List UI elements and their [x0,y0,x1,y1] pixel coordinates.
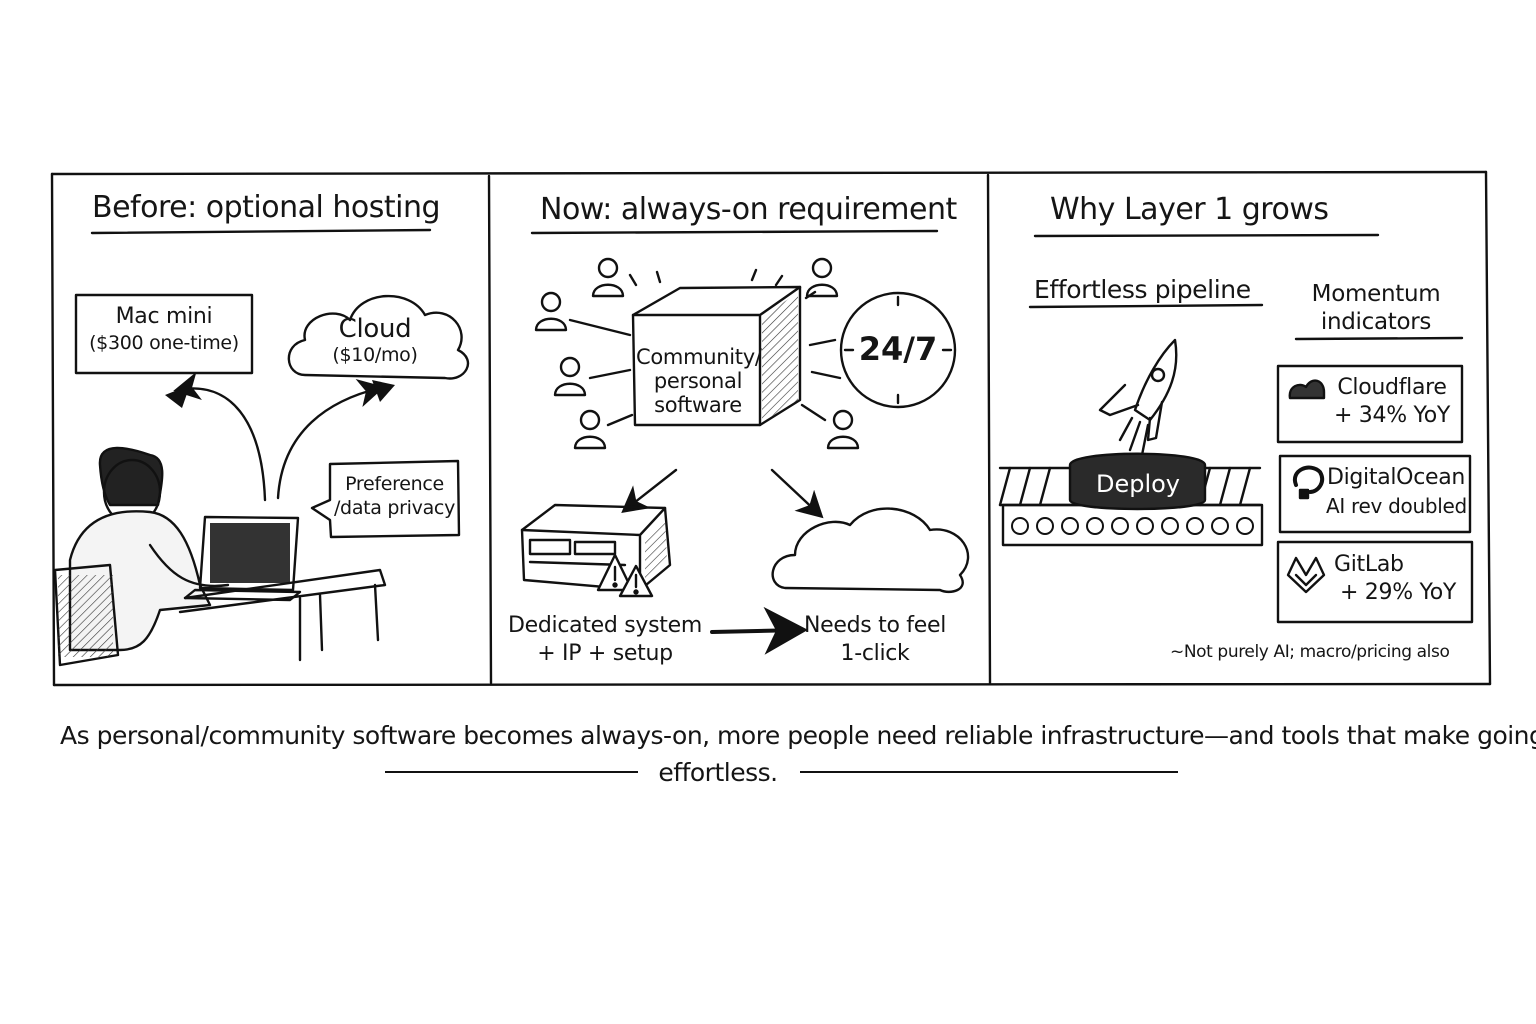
momentum-heading: Momentum indicators [1296,280,1456,336]
clock-label: 24/7 [858,330,938,368]
cloudflare-stat: + 34% YoY [1333,403,1451,428]
arrowheads [165,380,395,408]
caption-line-2: effortless. [658,758,778,787]
needs-line-2: 1-click [840,641,910,666]
preference-line-2: /data privacy [333,497,456,519]
comic-frame [50,170,1492,687]
gitlab-name: GitLab [1334,552,1404,577]
arrow-to-cloud [276,379,385,500]
momentum-line-1: Momentum [1311,281,1441,307]
panel-title-why: Why Layer 1 grows [1050,192,1329,227]
preference-line-1: Preference [345,473,444,495]
cloud-shape-2 [771,507,970,594]
arrow-to-server [621,468,678,513]
underline-why [1033,233,1380,238]
indicator-digitalocean: DigitalOcean AI rev doubled [1326,464,1467,520]
deploy-button-shape [1068,452,1207,511]
dedicated-line-1: Dedicated system [508,613,702,638]
arrow-dedicated-to-needs [710,606,808,655]
momentum-line-2: indicators [1320,309,1432,335]
mac-mini-label: Mac mini ($300 one-time) [76,303,252,355]
underline-before [90,228,432,235]
software-line-1: Community/ [636,345,762,369]
arrow-to-cloud-2 [770,468,824,519]
digitalocean-name: DigitalOcean [1326,465,1466,490]
cloud-shape [287,294,470,380]
pipeline-heading: Effortless pipeline [1034,275,1251,304]
server-with-warnings [520,503,672,598]
panel-title-before: Before: optional hosting [92,190,441,225]
underline-pipeline [1028,303,1264,309]
user-icons [534,257,860,450]
caption-line-1: As personal/community software becomes a… [60,721,1536,750]
clock-24-7 [808,291,957,409]
indicator-cloudflare: Cloudflare + 34% YoY [1326,374,1458,430]
cloud-label: Cloud ($10/mo) [320,315,430,367]
dedicated-system-label: Dedicated system + IP + setup [505,612,705,668]
gitlab-stat: + 29% YoY [1339,580,1457,605]
preference-bubble [310,459,461,539]
indicator-gitlab: GitLab + 29% YoY [1328,551,1468,607]
needs-line-1: Needs to feel [803,613,947,638]
software-line-2: personal [653,369,743,393]
arrow-to-mac [173,371,267,502]
needs-one-click-label: Needs to feel 1-click [800,612,950,668]
cloud-price: ($10/mo) [332,344,418,366]
underline-momentum [1294,336,1464,341]
panel-title-now: Now: always-on requirement [540,192,957,227]
rocket-illustration [1098,338,1178,457]
mac-mini-name: Mac mini [115,304,213,329]
deploy-label: Deploy [1095,470,1181,498]
momentum-cards [1276,364,1474,624]
dedicated-line-2: + IP + setup [537,641,673,666]
mac-mini-price: ($300 one-time) [89,332,239,354]
mac-mini-box [74,293,254,375]
person-at-desk-illustration [53,446,387,667]
software-line-3: software [654,393,742,417]
software-cube [631,285,802,427]
underline-now [530,229,939,235]
preference-label: Preference /data privacy [332,472,457,520]
cloud-name: Cloud [338,314,412,344]
indicator-icons [1286,379,1326,594]
software-label: Community/ personal software [636,345,762,417]
footnote: ~Not purely AI; macro/pricing also [1170,642,1450,662]
cloudflare-name: Cloudflare [1337,375,1447,400]
digitalocean-stat: AI rev doubled [1326,494,1467,518]
